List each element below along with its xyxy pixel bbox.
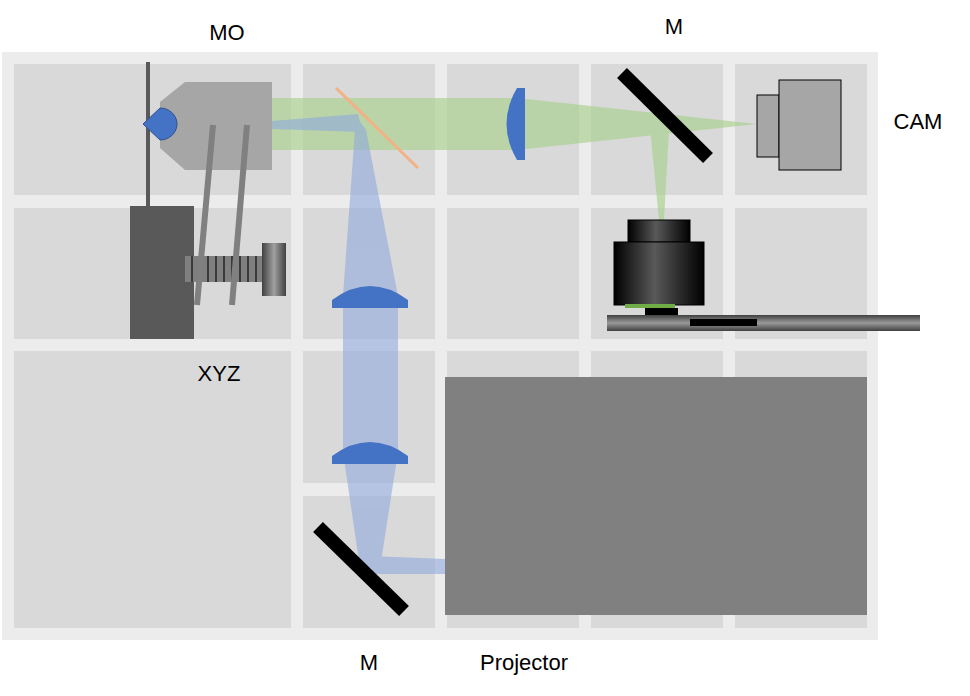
tube-lens: [507, 88, 526, 160]
projection-beam: [272, 114, 445, 574]
component-label: Projector: [480, 651, 568, 675]
component-label: M: [360, 651, 378, 675]
dichroic-mirror: [336, 88, 418, 168]
component-label: XYZ: [198, 362, 241, 386]
projector-body: [445, 377, 867, 615]
camera: [757, 80, 841, 170]
breadboard: [2, 52, 878, 640]
xyz-stage: [130, 206, 194, 339]
side-camera: [607, 220, 920, 331]
relay-lens: [332, 286, 408, 308]
component-label: MO: [209, 21, 244, 45]
relay-lens: [332, 442, 408, 464]
component-label: CAM: [894, 110, 943, 134]
objective-lens: [143, 108, 177, 140]
mirror: [318, 527, 404, 611]
mount-rod: [146, 62, 150, 210]
component-label: M: [665, 15, 683, 39]
stage-arms: [197, 125, 247, 305]
mirror: [622, 73, 708, 158]
breadboard-cells: [14, 64, 867, 628]
